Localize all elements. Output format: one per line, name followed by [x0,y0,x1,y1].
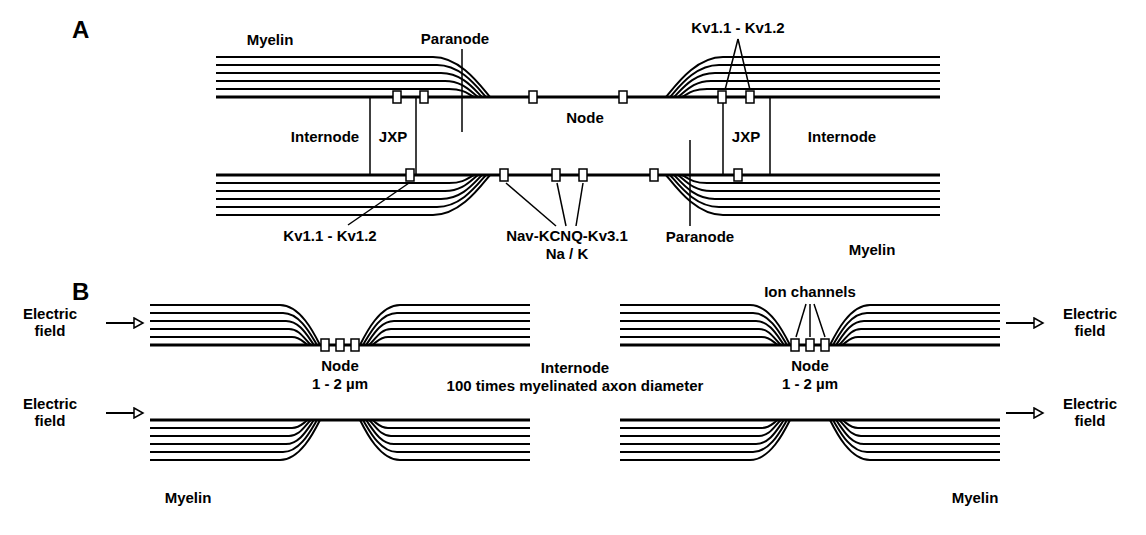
region-label: JXP [732,128,760,145]
field-label: Electric field [1055,395,1125,430]
dimension-label: 1 - 2 µm [782,375,838,392]
field-label: Electric field [1055,305,1125,340]
node-label: Node [321,357,359,374]
node-label: Node [566,109,604,126]
myelin-label: Myelin [247,31,294,48]
region-label: JXP [379,128,407,145]
channel-label: Ion channels [764,283,856,300]
node-label: Node [791,357,829,374]
channel-label: Kv1.1 - Kv1.2 [691,19,784,36]
panel-letter: A [72,16,89,44]
dimension-label: 100 times myelinated axon diameter [447,377,704,394]
myelin-label: Myelin [165,489,212,506]
paranode-label: Paranode [421,30,489,47]
field-label: Electric field [15,395,85,430]
region-label: Internode [291,128,359,145]
myelin-label: Myelin [849,241,896,258]
channel-label: Kv1.1 - Kv1.2 [283,227,376,244]
panel-letter: B [72,278,89,306]
region-label: Internode [808,128,876,145]
channel-label: Nav-KCNQ-Kv3.1 [506,227,628,244]
dimension-label: 1 - 2 µm [312,375,368,392]
region-label: Internode [541,359,609,376]
paranode-label: Paranode [666,228,734,245]
ion-label: Na / K [546,245,589,262]
field-label: Electric field [15,305,85,340]
myelin-label: Myelin [952,489,999,506]
